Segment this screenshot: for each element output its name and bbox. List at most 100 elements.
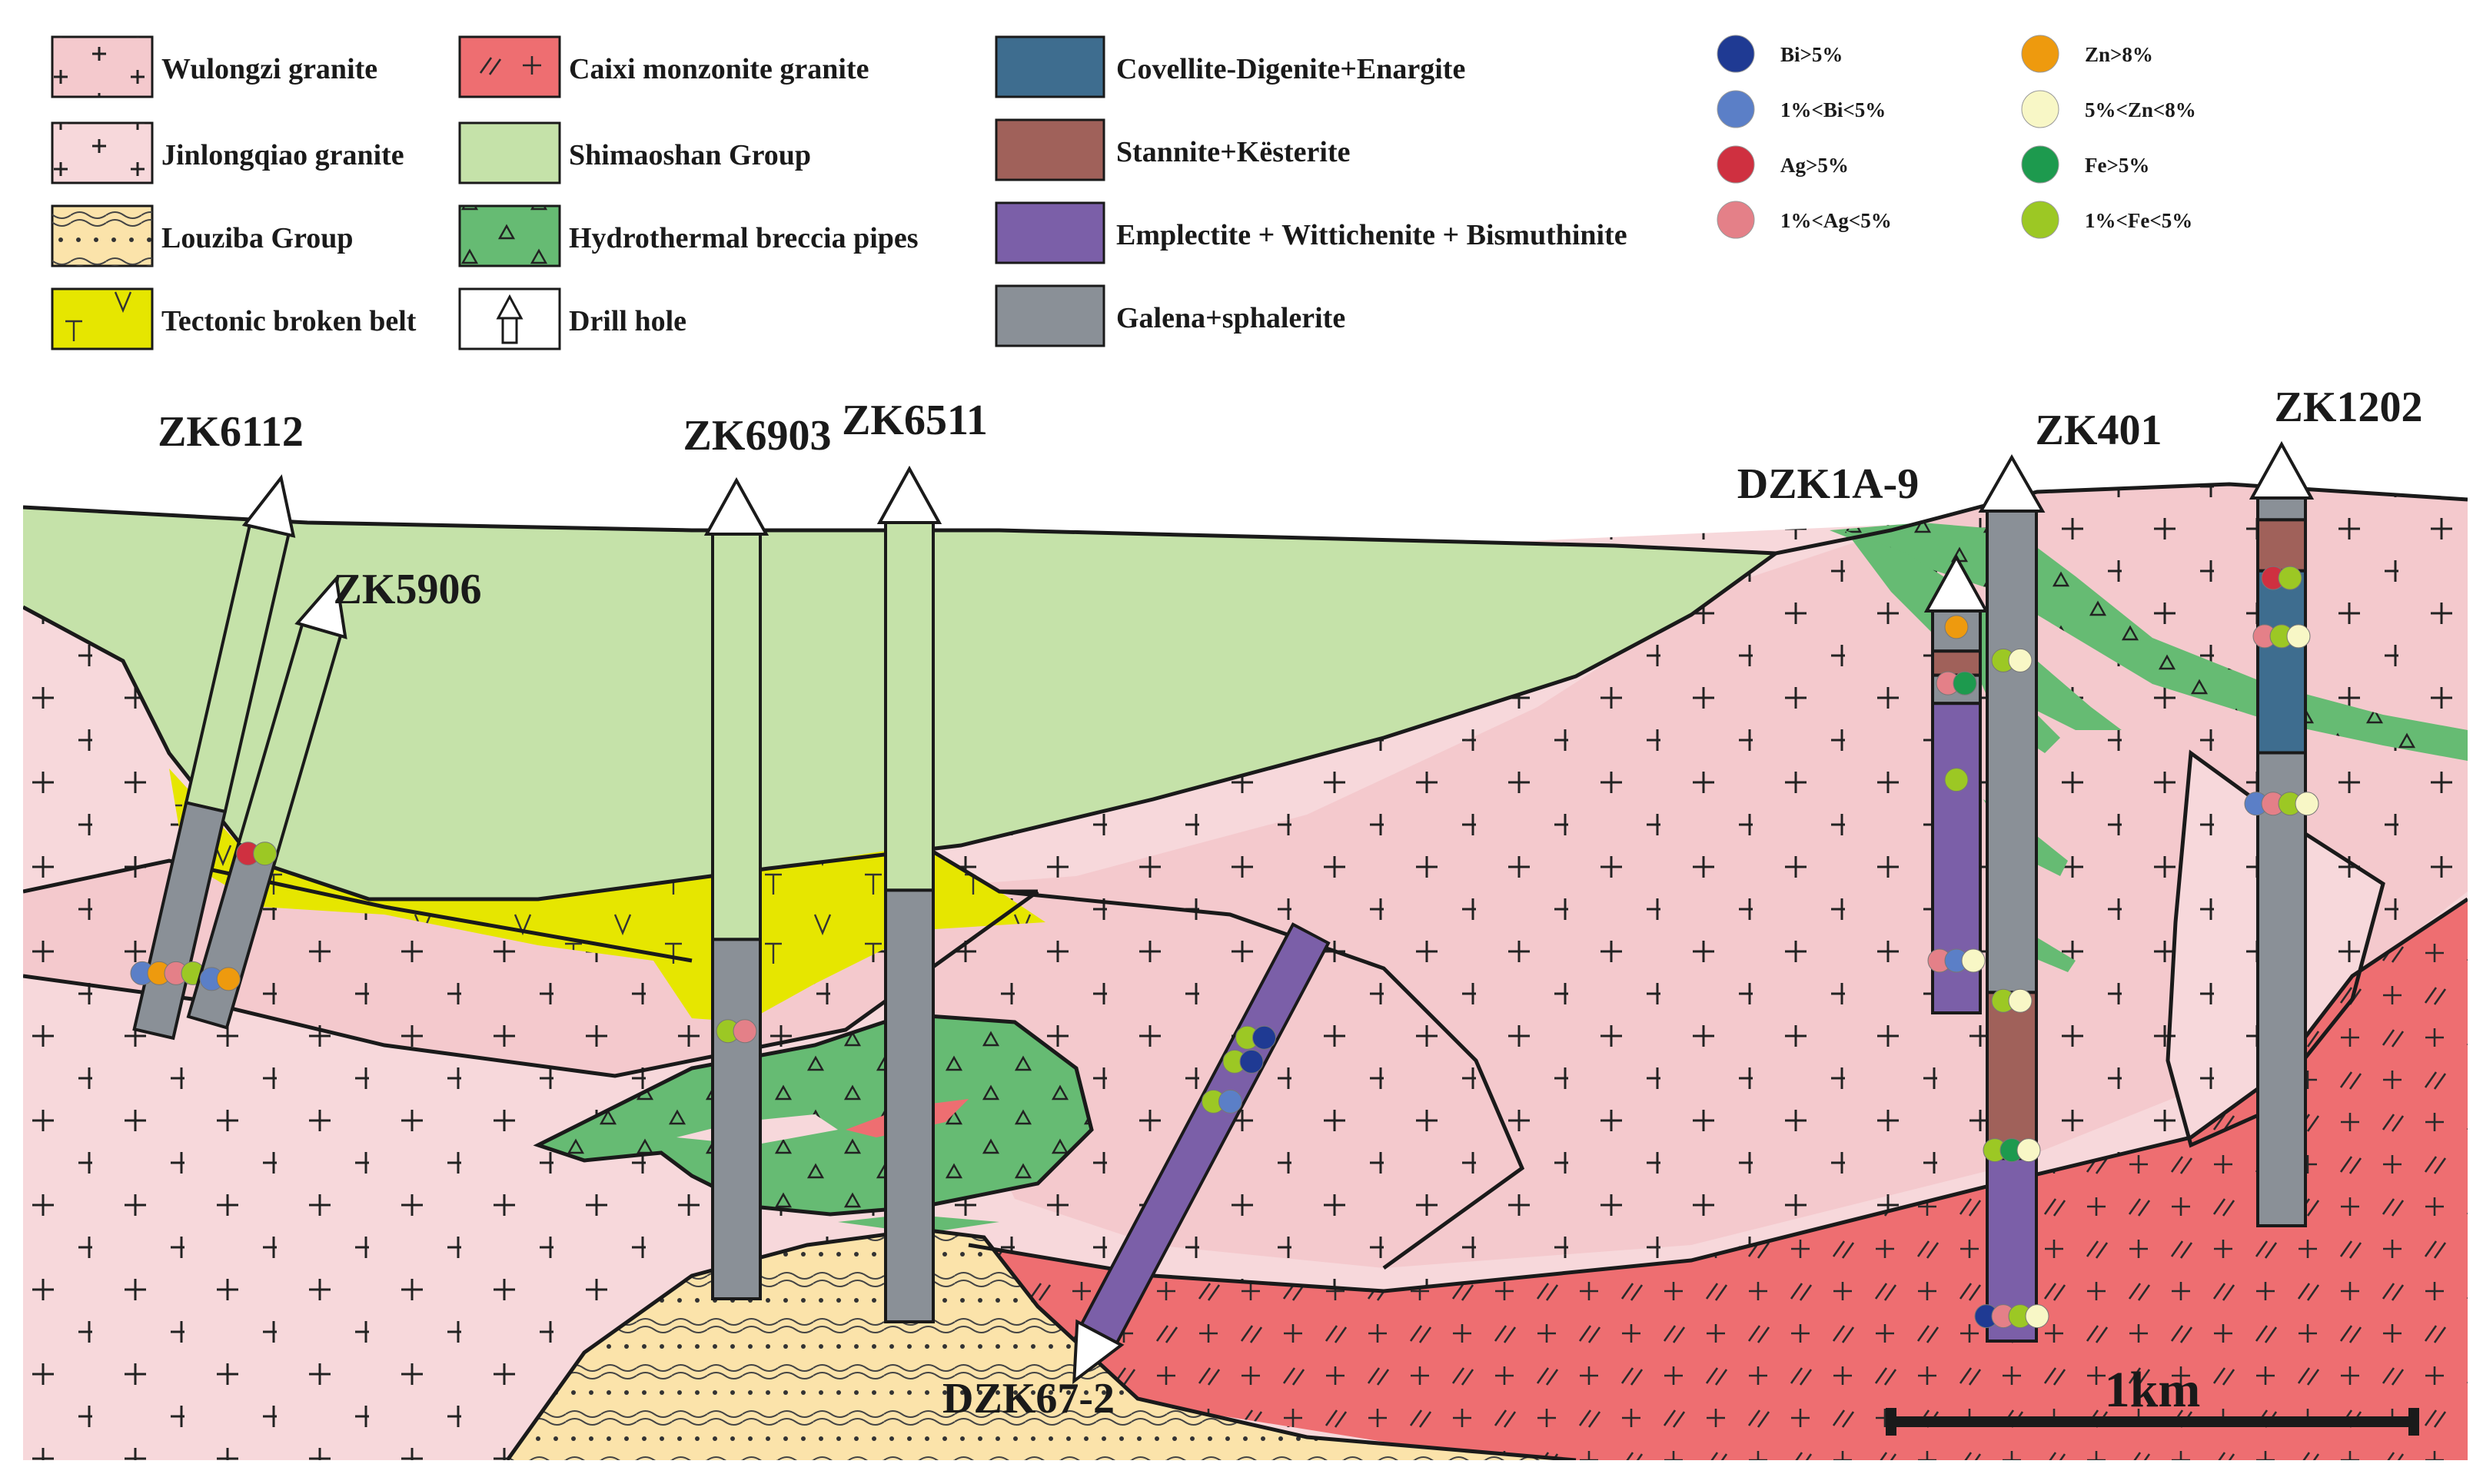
legend-dot-2: Ag>5%: [1717, 145, 1849, 184]
legend-dot-label: 5%<Zn<8%: [2085, 98, 2196, 121]
hole-label-1: ZK5906: [334, 566, 482, 613]
legend-dot-0: Bi>5%: [1717, 35, 1843, 73]
legend-mineral-label: Emplectite + Wittichenite + Bismuthinite: [1116, 219, 1627, 251]
legend-unit-label: Jinlongqiao granite: [161, 139, 404, 171]
legend-dot-5: 5%<Zn<8%: [2021, 90, 2196, 128]
breccia-vein-2: [1845, 530, 2122, 730]
drill-hole-segment: [711, 533, 762, 941]
legend-dot-label: 1%<Fe<5%: [2085, 209, 2192, 232]
drill-hole-segment: [1931, 649, 1982, 677]
assay-dot: [2016, 1138, 2041, 1163]
scale-bar-label: 1km: [2105, 1362, 2201, 1418]
assay-dot: [216, 967, 241, 991]
drill-hole-3: [876, 465, 942, 1323]
legend-unit-3: Tectonic broken belt: [51, 287, 417, 350]
hole-label-3: ZK6511: [842, 397, 988, 444]
drill-hole-segment: [711, 938, 762, 1300]
assay-dot: [1239, 1049, 1264, 1074]
legend-unit-label: Hydrothermal breccia pipes: [569, 222, 919, 254]
hole-label-5: ZK401: [2036, 407, 2162, 454]
legend-unit-1: Jinlongqiao granite: [51, 121, 404, 184]
legend-mineral-label: Covellite-Digenite+Enargite: [1116, 53, 1465, 85]
legend-dot-4: Zn>8%: [2021, 35, 2153, 73]
drill-hole-segment: [1986, 510, 2038, 994]
drill-hole-5: [1974, 453, 2049, 1343]
drill-hole-1: [186, 575, 347, 1030]
legend-unit-label: Drill hole: [569, 305, 686, 337]
drill-hole-segment: [1986, 991, 2038, 1160]
drill-hole-0: [130, 474, 296, 1041]
legend-unit-label: Louziba Group: [161, 222, 354, 254]
assay-dot: [1944, 615, 1969, 639]
legend-unit-0: Wulongzi granite: [51, 35, 377, 98]
drill-hole-arrow: [241, 474, 296, 538]
drill-hole-segment: [2256, 496, 2307, 522]
drill-hole-4: [1923, 553, 1989, 1014]
legend-dot-6: Fe>5%: [2021, 145, 2149, 184]
drill-hole-arrow: [876, 465, 942, 524]
legend-dot-label: 1%<Ag<5%: [1780, 209, 1892, 232]
drill-hole-arrow: [2249, 440, 2315, 500]
legend-unit-label: Caixi monzonite granite: [569, 53, 869, 85]
drill-hole-2: [703, 476, 769, 1300]
drill-hole-6: [2244, 440, 2319, 1227]
legend-unit-label: Tectonic broken belt: [161, 305, 417, 337]
assay-dot: [1961, 948, 1986, 973]
assay-dot: [2008, 988, 2033, 1013]
hole-label-2: ZK6903: [683, 412, 832, 460]
hole-label-0: ZK6112: [158, 408, 304, 456]
legend-dot-3: 1%<Ag<5%: [1717, 201, 1892, 239]
legend-mineral-label: Galena+sphalerite: [1116, 302, 1345, 334]
assay-dot: [1953, 671, 1977, 696]
drill-hole-arrow: [294, 575, 347, 639]
legend-dot-1: 1%<Bi<5%: [1717, 90, 1886, 128]
legend-unit-label: Shimaoshan Group: [569, 139, 811, 171]
legend-mineral-1: Stannite+Kësterite: [995, 118, 1350, 181]
legend-unit-label: Wulongzi granite: [161, 53, 377, 85]
drill-hole-arrow: [1072, 1319, 1125, 1385]
scale-bar: 1km: [1886, 1362, 2419, 1436]
legend-mineral-3: Galena+sphalerite: [995, 284, 1345, 347]
legend-dot-label: Bi>5%: [1780, 43, 1843, 66]
drill-hole-segment: [884, 521, 935, 892]
legend-unit-4: Caixi monzonite granite: [458, 35, 869, 98]
drill-holes: [130, 440, 2319, 1385]
assay-dot: [2286, 624, 2311, 649]
legend-dot-label: Ag>5%: [1780, 154, 1849, 177]
drill-hole-segment: [1931, 702, 1982, 1014]
legend-dot-label: 1%<Bi<5%: [1780, 98, 1886, 121]
drill-hole-segment: [2256, 518, 2307, 573]
assay-dot: [1944, 768, 1969, 792]
assay-dot: [1218, 1089, 1242, 1114]
drill-hole-segment: [884, 888, 935, 1323]
legend-mineral-2: Emplectite + Wittichenite + Bismuthinite: [995, 201, 1627, 264]
legend-dot-label: Fe>5%: [2085, 154, 2149, 177]
legend-unit-5: Shimaoshan Group: [458, 121, 811, 184]
drill-hole-7: [1072, 922, 1331, 1385]
drill-hole-segment: [2256, 569, 2307, 755]
assay-dot: [2295, 792, 2319, 816]
drill-hole-arrow: [703, 476, 769, 536]
assay-dot: [2008, 648, 2033, 672]
assay-dot: [1252, 1025, 1276, 1050]
legend-dot-7: 1%<Fe<5%: [2021, 201, 2192, 239]
legend-unit-2: Louziba Group: [51, 204, 354, 267]
legend-unit-7: Drill hole: [458, 287, 686, 350]
drill-hole-segment: [2256, 751, 2307, 1227]
assay-dot: [2025, 1304, 2049, 1329]
legend-mineral-0: Covellite-Digenite+Enargite: [995, 35, 1465, 98]
assay-dot: [253, 842, 278, 866]
legend-unit-6: Hydrothermal breccia pipes: [458, 204, 919, 267]
hole-label-6: ZK1202: [2275, 383, 2423, 431]
drill-hole-arrow: [1978, 453, 2046, 513]
assay-dot: [733, 1019, 757, 1044]
geology-layers: [23, 384, 2468, 1460]
hole-label-4: DZK1A-9: [1737, 460, 1919, 508]
legend-mineral-label: Stannite+Kësterite: [1116, 136, 1350, 168]
legend-dot-label: Zn>8%: [2085, 43, 2153, 66]
hole-label-7: DZK67-2: [942, 1375, 1115, 1423]
drill-hole-arrow: [1923, 553, 1989, 613]
